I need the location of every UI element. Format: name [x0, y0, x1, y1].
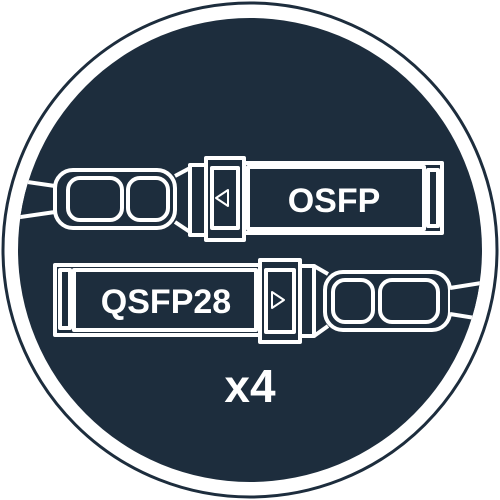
osfp-latch-inner [210, 166, 240, 230]
osfp-module-inner [246, 165, 426, 231]
osfp-boot-taper-top [174, 166, 191, 178]
osfp-boot-segment-2 [126, 176, 170, 222]
qsfp28-connector [53, 258, 482, 344]
qsfp28-latch-right [298, 264, 316, 338]
osfp-connector [18, 156, 444, 242]
osfp-module-body [242, 161, 444, 235]
osfp-boot [53, 168, 177, 230]
qsfp28-boot-segment-2 [378, 278, 440, 324]
qsfp28-label: QSFP28 [101, 283, 231, 321]
multiplier-label: x4 [224, 360, 276, 412]
osfp-module-end [426, 168, 440, 228]
qsfp28-latch-inner [264, 268, 296, 334]
qsfp28-module-end [58, 268, 72, 330]
osfp-label: OSFP [288, 182, 381, 220]
osfp-boot-segment-1 [66, 176, 124, 222]
triangle-right-icon [271, 291, 285, 309]
qsfp28-boot-taper-bottom [312, 324, 330, 338]
connectors-group [18, 156, 482, 344]
badge-background [18, 18, 482, 482]
osfp-boot-taper-bottom [173, 220, 192, 234]
qsfp28-boot-segment-1 [331, 278, 375, 324]
triangle-left-icon [215, 189, 229, 207]
qsfp28-module-inner [72, 268, 258, 332]
qsfp28-boot-taper-top [313, 264, 329, 276]
